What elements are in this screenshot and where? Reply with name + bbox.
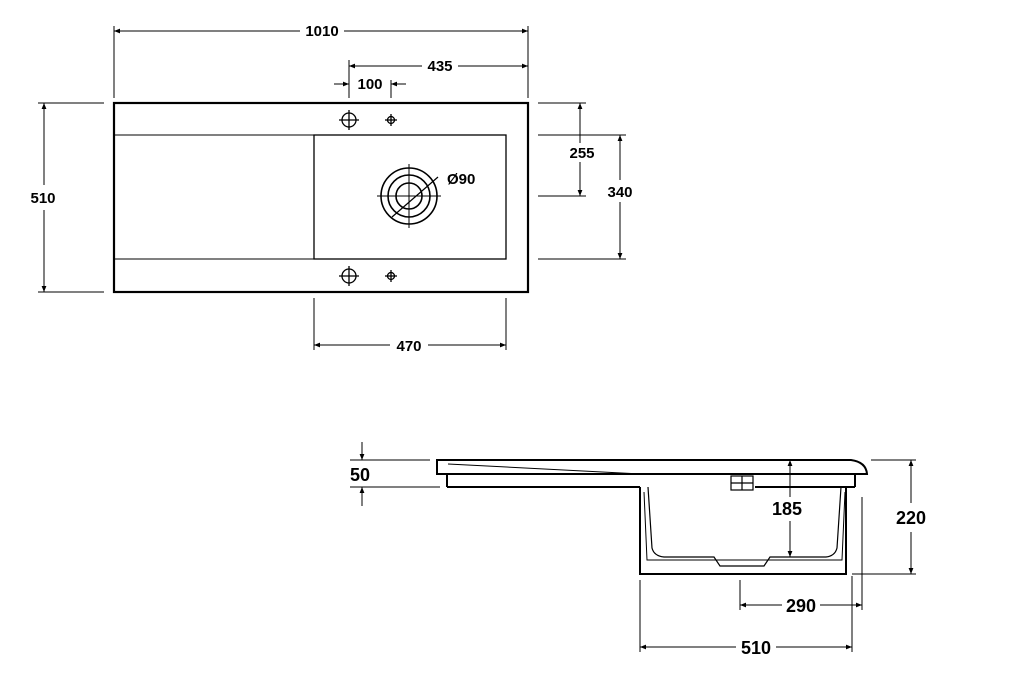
bowl-inner-wall (643, 491, 846, 561)
bowl-outline (313, 134, 507, 260)
dim-bowl-width (313, 298, 507, 350)
tap-hole-large-bottom (339, 266, 359, 286)
basin-outline (112, 101, 530, 294)
label-bowl-outer-width: 510 (741, 638, 771, 658)
waste-outlet (377, 164, 441, 228)
overflow-detail (730, 475, 754, 491)
label-tap-spacing: 100 (357, 76, 382, 93)
bowl-outer-profile (639, 487, 847, 575)
label-bowl-depth: 340 (607, 184, 632, 201)
dim-overall-depth (38, 102, 104, 293)
dim-overall-height (852, 459, 916, 575)
label-waste-to-edge: 290 (786, 596, 816, 616)
dim-bowl-depth (538, 134, 626, 260)
dim-tap-offset (348, 60, 528, 98)
tap-hole-small-bottom (385, 270, 397, 282)
tap-hole-small-top (385, 114, 397, 126)
label-deck-thickness: 50 (350, 465, 370, 485)
label-bowl-width: 470 (396, 338, 421, 355)
label-waste-diameter: Ø90 (447, 171, 475, 188)
bowl-inner-profile (647, 486, 842, 567)
drainer-slope (447, 463, 641, 475)
label-overall-depth: 510 (30, 190, 55, 207)
side-view (350, 442, 916, 652)
label-tap-offset: 435 (427, 58, 452, 75)
label-waste-offset: 255 (569, 145, 594, 162)
tap-hole-large-top (339, 110, 359, 130)
dim-deck-thickness (350, 442, 440, 506)
label-overall-height: 220 (896, 508, 926, 528)
basin-deck-profile (436, 459, 869, 475)
label-overall-width: 1010 (305, 23, 338, 40)
dim-waste-offset (538, 102, 586, 197)
dim-bowl-outer-width (639, 576, 853, 652)
dim-waste-to-edge (739, 497, 863, 610)
label-bowl-inner-depth: 185 (772, 499, 802, 519)
dim-overall-width (113, 26, 529, 98)
plan-view (38, 26, 626, 350)
dim-tap-spacing (334, 80, 406, 98)
